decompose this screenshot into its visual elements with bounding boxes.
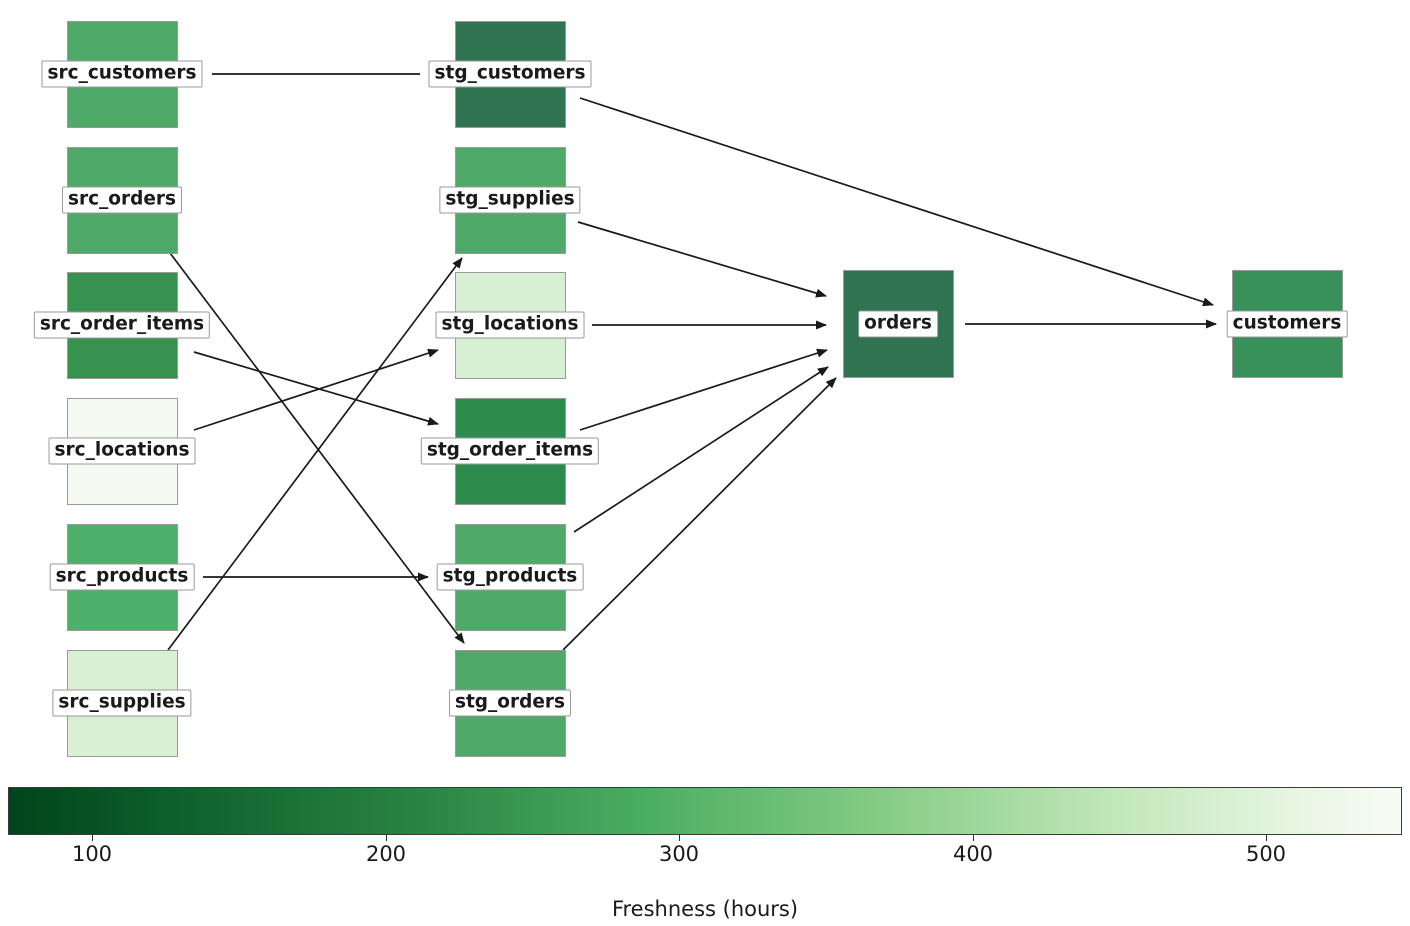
colorbar-tick-400 [973,835,974,841]
colorbar-tick-500 [1266,835,1267,841]
node-label-src_locations[interactable]: src_locations [48,437,196,465]
node-label-stg_supplies[interactable]: stg_supplies [439,186,581,214]
edge-src_locations-stg_locations [193,348,439,431]
node-label-src_products[interactable]: src_products [49,563,195,591]
edge-stg_supplies-orders [577,221,827,298]
colorbar: 100 200 300 400 500 [8,787,1402,866]
node-label-customers[interactable]: customers [1226,310,1348,338]
node-label-src_orders[interactable]: src_orders [61,186,183,214]
node-label-orders[interactable]: orders [858,310,938,338]
edge-stg_order_items-orders [579,348,828,431]
node-label-stg_order_items[interactable]: stg_order_items [420,437,600,465]
colorbar-tick-200 [386,835,387,841]
node-label-src_customers[interactable]: src_customers [41,60,203,88]
edge-stg_orders-orders [562,377,837,651]
colorbar-tick-100 [92,835,93,841]
colorbar-ticklabel-400: 400 [952,842,994,866]
node-label-stg_locations[interactable]: stg_locations [435,311,585,339]
colorbar-ticklabel-300: 300 [658,842,700,866]
colorbar-ticklabel-500: 500 [1245,842,1287,866]
edge-src_supplies-stg_supplies [167,257,463,651]
colorbar-ticklabel-100: 100 [71,842,113,866]
edge-group-src-stg [167,73,465,651]
edge-src_order_items-stg_order_items [193,351,439,426]
colorbar-ticklabel-200: 200 [365,842,407,866]
node-label-stg_customers[interactable]: stg_customers [428,60,592,88]
colorbar-axis-label: Freshness (hours) [611,897,799,921]
colorbar-tick-300 [679,835,680,841]
edge-stg_products-orders [573,366,829,533]
edge-stg_customers-customers [579,97,1214,307]
edge-group-stg-mart [562,97,1217,651]
node-label-src_supplies[interactable]: src_supplies [52,689,192,717]
node-label-stg_orders[interactable]: stg_orders [448,689,572,717]
colorbar-gradient [8,787,1402,835]
edge-src_orders-stg_orders [169,252,465,644]
node-label-src_order_items[interactable]: src_order_items [33,311,211,339]
node-label-stg_products[interactable]: stg_products [436,563,584,591]
